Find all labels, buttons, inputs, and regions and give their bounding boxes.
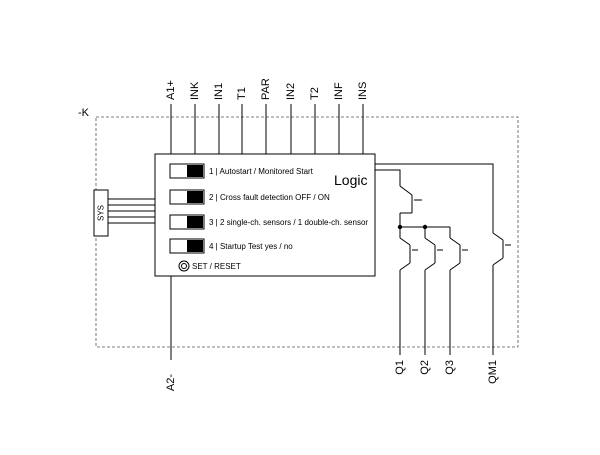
terminal-label-inf: INF (333, 82, 345, 100)
terminal-label-t2: T2 (309, 87, 321, 100)
terminal-label-a2: A2- (165, 374, 177, 391)
sys-bus-lines (108, 198, 155, 224)
terminal-label-q3: Q3 (444, 360, 456, 375)
set-reset-label: SET / RESET (192, 262, 241, 271)
terminal-label-ins: INS (357, 82, 369, 100)
terminal-label-qm1: QM1 (487, 360, 499, 384)
sys-connector-label: SYS (97, 205, 106, 221)
dip-switch-2[interactable]: 2 | Cross fault detection OFF / ON (169, 189, 330, 205)
terminal-label-ink: INK (189, 81, 201, 100)
logic-label: Logic (334, 172, 367, 188)
terminal-label-q2: Q2 (419, 360, 431, 375)
output-contacts (375, 163, 511, 355)
dip-switch-3-label: 3 | 2 single-ch. sensors / 1 double-ch. … (209, 218, 368, 227)
device-outline (95, 116, 519, 348)
terminal-label-a1: A1+ (165, 80, 177, 100)
dip-switch-4-label: 4 | Startup Test yes / no (209, 242, 293, 251)
top-terminal-labels: A1+ INK IN1 T1 PAR IN2 T2 INF INS (165, 78, 369, 100)
terminal-label-q1: Q1 (394, 360, 406, 375)
dip-switch-4[interactable]: 4 | Startup Test yes / no (169, 238, 293, 254)
top-terminal-wires (170, 104, 364, 154)
set-reset-button[interactable]: SET / RESET (178, 260, 241, 272)
terminal-label-in1: IN1 (213, 83, 225, 100)
dip-switch-1[interactable]: 1 | Autostart / Monitored Start (169, 163, 314, 179)
terminal-label-in2: IN2 (285, 83, 297, 100)
terminal-label-t1: T1 (236, 87, 248, 100)
dip-switch-3[interactable]: 3 | 2 single-ch. sensors / 1 double-ch. … (169, 214, 368, 230)
dip-switch-2-label: 2 | Cross fault detection OFF / ON (209, 193, 330, 202)
device-tag: -K (78, 107, 90, 119)
dip-switch-1-label: 1 | Autostart / Monitored Start (209, 167, 314, 176)
terminal-label-par: PAR (260, 78, 272, 100)
sys-connector (93, 189, 109, 237)
